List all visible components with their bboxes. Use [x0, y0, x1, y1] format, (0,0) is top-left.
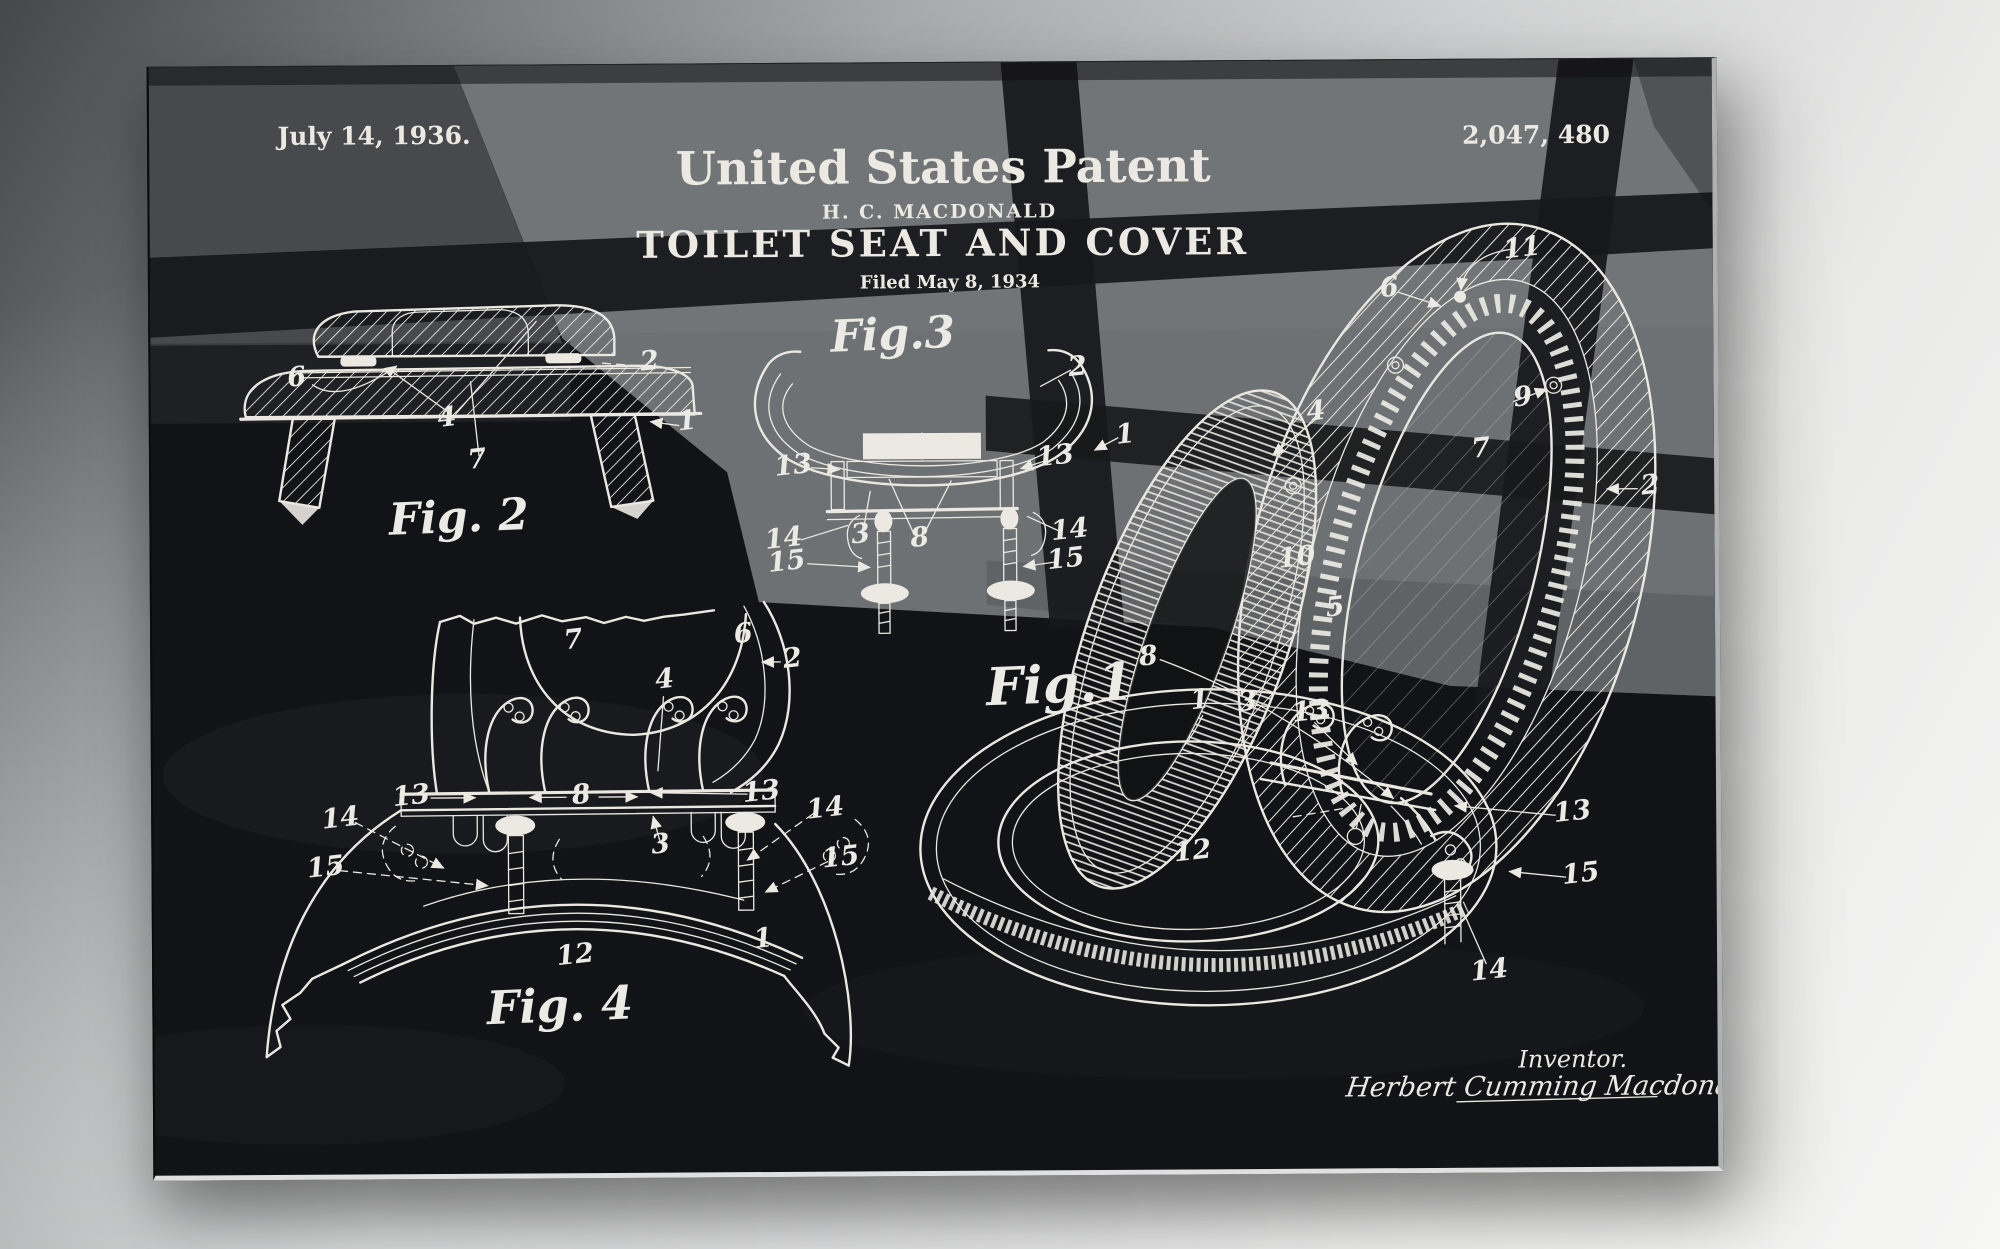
callout-3: 3: [1237, 685, 1259, 718]
callout-7: 7: [466, 443, 488, 476]
callout-9: 9: [1512, 380, 1534, 413]
callout-14: 14: [805, 791, 846, 826]
patent-title: United States Patent: [676, 138, 1212, 195]
figure-label: Fig. 4: [484, 975, 634, 1035]
callout-5: 5: [1324, 591, 1346, 624]
callout-13: 13: [741, 774, 782, 809]
callout-8: 8: [908, 521, 931, 554]
callout-15: 15: [1045, 541, 1086, 576]
callout-13: 13: [773, 448, 814, 483]
figure-label: Fig. 2: [386, 489, 530, 546]
callout-13: 13: [1552, 794, 1593, 829]
callout-2: 2: [637, 345, 660, 378]
callout-4: 4: [436, 401, 458, 434]
callout-6: 6: [286, 361, 308, 394]
callout-10: 10: [1276, 540, 1317, 575]
callout-13: 13: [1290, 694, 1331, 729]
callout-12: 12: [555, 937, 596, 972]
callout-15: 15: [766, 544, 807, 579]
patent-filed-date: Filed May 8, 1934: [860, 271, 1040, 293]
callout-1: 1: [1114, 418, 1136, 451]
callout-2: 2: [1638, 469, 1661, 502]
callout-1: 1: [1189, 683, 1211, 716]
figure-label: Fig.1: [983, 651, 1135, 718]
callout-7: 7: [562, 623, 584, 656]
callout-13: 13: [391, 778, 432, 813]
callout-4: 4: [1305, 395, 1327, 428]
figure-label: Fig.3: [827, 307, 956, 363]
patent-drawing-canvas: July 14, 1936. United States Patent H. C…: [149, 58, 1719, 1176]
callout-2: 2: [1066, 350, 1089, 383]
callout-4: 4: [653, 663, 675, 696]
callout-2: 2: [780, 642, 803, 675]
callout-15: 15: [305, 850, 346, 885]
patent-subject: TOILET SEAT AND COVER: [636, 219, 1249, 267]
callout-1: 1: [676, 405, 698, 438]
callout-8: 8: [1136, 640, 1159, 673]
patent-date: July 14, 1936.: [275, 121, 470, 151]
callout-7: 7: [1470, 432, 1492, 465]
callout-14: 14: [1469, 953, 1510, 988]
callout-15: 15: [820, 840, 861, 875]
callout-13: 13: [1035, 438, 1076, 473]
callout-6: 6: [1378, 271, 1400, 304]
patent-print: July 14, 1936. United States Patent H. C…: [147, 57, 1724, 1181]
callout-14: 14: [320, 801, 361, 836]
callout-8: 8: [569, 778, 592, 811]
inventor-signature: Herbert Cumming Macdonald: [1343, 1070, 1718, 1103]
callout-1: 1: [752, 922, 774, 955]
callout-3: 3: [850, 518, 872, 551]
callout-6: 6: [732, 617, 754, 650]
callout-12: 12: [1172, 833, 1213, 868]
callout-3: 3: [649, 828, 671, 861]
patent-number: 2,047, 480: [1462, 120, 1610, 150]
callout-11: 11: [1501, 230, 1542, 265]
inventor-label: Inventor.: [1517, 1045, 1627, 1074]
callout-15: 15: [1560, 856, 1601, 891]
